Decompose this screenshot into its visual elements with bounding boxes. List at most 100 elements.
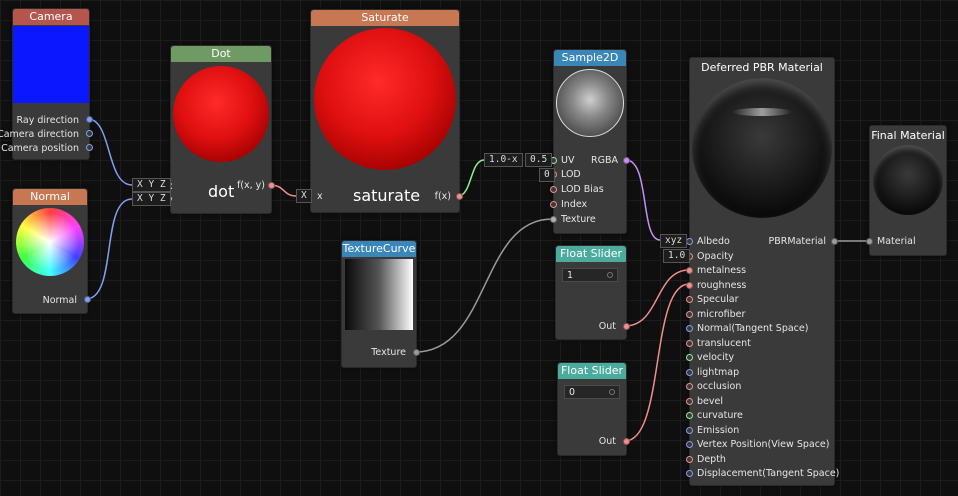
camera-position-port[interactable] bbox=[86, 144, 93, 151]
float-slider-2-output-label: Out bbox=[598, 436, 616, 447]
pbr-velocity-port[interactable] bbox=[686, 354, 693, 361]
pbr-microfiber-port[interactable] bbox=[686, 311, 693, 318]
uv-value-chip[interactable]: 0.5 bbox=[525, 153, 553, 167]
pbr-vertex-position-port[interactable] bbox=[686, 441, 693, 448]
slider-knob-icon[interactable] bbox=[607, 272, 613, 278]
camera-direction-port[interactable] bbox=[86, 130, 93, 137]
wire-rgba-to-albedo bbox=[625, 159, 661, 241]
camera-node-title: Camera bbox=[13, 9, 89, 25]
final-material-input-label: Material bbox=[877, 236, 916, 247]
swizzle-x-chip[interactable]: X Y Z bbox=[132, 178, 171, 192]
sample2d-input-label: Index bbox=[561, 199, 588, 210]
saturate-preview-sphere bbox=[314, 28, 456, 170]
albedo-swizzle-chip[interactable]: xyz bbox=[660, 234, 688, 248]
sample2d-lod-bias-port[interactable] bbox=[550, 186, 557, 193]
pbr-normal-port[interactable] bbox=[686, 325, 693, 332]
saturate-node-title: Saturate bbox=[311, 10, 459, 26]
final-material-input-port[interactable] bbox=[866, 238, 873, 245]
wire-normal-to-dot-y bbox=[85, 198, 133, 300]
pbr-input-label: Vertex Position(View Space) bbox=[697, 439, 830, 450]
wire-slider2-to-roughness bbox=[624, 283, 690, 442]
pbr-input-label: Normal(Tangent Space) bbox=[697, 323, 809, 334]
pbr-curvature-port[interactable] bbox=[686, 412, 693, 419]
pbr-lightmap-port[interactable] bbox=[686, 369, 693, 376]
sample2d-node[interactable]: Sample2D UV LOD LOD Bias Index Texture R… bbox=[550, 49, 630, 234]
swizzle-y-chip[interactable]: X Y Z bbox=[132, 192, 171, 206]
pbr-input-label: roughness bbox=[697, 280, 747, 291]
camera-output-label: Camera position bbox=[1, 143, 79, 154]
wire-curve-to-texture bbox=[414, 218, 553, 353]
saturate-output-label: f(x) bbox=[434, 191, 451, 202]
pbr-occlusion-port[interactable] bbox=[686, 383, 693, 390]
wire-ray-to-dot-x bbox=[87, 118, 133, 186]
float-slider-2-node[interactable]: Float Slider 0 Out bbox=[557, 362, 630, 456]
saturate-node[interactable]: Saturate saturate x f(x) bbox=[310, 9, 463, 213]
pbr-input-label: translucent bbox=[697, 338, 751, 349]
sample2d-texture-port[interactable] bbox=[550, 216, 557, 223]
float-slider-1-output-port[interactable] bbox=[623, 323, 630, 330]
pbr-output-port[interactable] bbox=[831, 238, 838, 245]
sample2d-output-label: RGBA bbox=[591, 155, 618, 166]
float-slider-1-node[interactable]: Float Slider 1 Out bbox=[555, 245, 630, 340]
uv-expression-chip[interactable]: 1.0-x bbox=[484, 153, 523, 167]
camera-ray-direction-port[interactable] bbox=[86, 116, 93, 123]
pbr-roughness-port[interactable] bbox=[686, 282, 693, 289]
opacity-value-chip[interactable]: 1.0 bbox=[663, 249, 691, 263]
normal-output-port[interactable] bbox=[84, 296, 91, 303]
final-material-title: Final Material bbox=[870, 126, 946, 144]
pbr-bevel-port[interactable] bbox=[686, 398, 693, 405]
float-slider-2-field[interactable]: 0 bbox=[564, 385, 620, 399]
normal-node[interactable]: Normal Normal bbox=[12, 188, 91, 314]
sample2d-preview-sphere bbox=[556, 69, 624, 137]
sample2d-input-label: LOD Bias bbox=[561, 184, 604, 195]
pbr-input-label: lightmap bbox=[697, 367, 740, 378]
pbr-input-label: Opacity bbox=[697, 251, 734, 262]
wire-saturate-to-uv bbox=[457, 159, 485, 197]
sample2d-input-label: LOD bbox=[561, 169, 581, 180]
dot-preview-sphere bbox=[173, 66, 269, 162]
pbr-input-label: Specular bbox=[697, 294, 739, 305]
texture-curve-output-port[interactable] bbox=[413, 349, 420, 356]
pbr-output-label: PBRMaterial bbox=[768, 236, 826, 247]
dot-node[interactable]: Dot dot x y f(x, y) bbox=[167, 45, 275, 214]
pbr-metalness-port[interactable] bbox=[686, 267, 693, 274]
pbr-displacement-port[interactable] bbox=[686, 470, 693, 477]
float-slider-2-title: Float Slider bbox=[558, 363, 626, 379]
float-slider-1-output-label: Out bbox=[598, 321, 616, 332]
final-material-node[interactable]: Final Material Material bbox=[866, 125, 947, 256]
float-slider-2-output-port[interactable] bbox=[623, 438, 630, 445]
pbr-material-node[interactable]: Deferred PBR Material PBRMaterial Albedo… bbox=[686, 57, 839, 486]
normal-node-title: Normal bbox=[13, 189, 87, 205]
camera-preview bbox=[13, 26, 89, 103]
dot-output-port[interactable] bbox=[268, 182, 275, 189]
pbr-translucent-port[interactable] bbox=[686, 340, 693, 347]
pbr-input-label: Emission bbox=[697, 425, 740, 436]
saturate-label: saturate bbox=[353, 186, 421, 205]
pbr-input-label: velocity bbox=[697, 352, 735, 363]
camera-node[interactable]: Camera Ray direction Camera direction Ca… bbox=[0, 8, 93, 160]
pbr-emission-port[interactable] bbox=[686, 427, 693, 434]
pbr-reflection-highlight bbox=[732, 108, 792, 116]
sample2d-rgba-port[interactable] bbox=[623, 157, 630, 164]
final-preview-sphere bbox=[873, 145, 943, 215]
camera-output-label: Camera direction bbox=[0, 129, 79, 140]
pbr-depth-port[interactable] bbox=[686, 456, 693, 463]
slider-knob-icon[interactable] bbox=[609, 389, 615, 395]
float-slider-1-title: Float Slider bbox=[556, 246, 626, 262]
camera-output-label: Ray direction bbox=[16, 115, 80, 126]
saturate-output-port[interactable] bbox=[456, 193, 463, 200]
sample2d-index-port[interactable] bbox=[550, 201, 557, 208]
float-slider-1-field[interactable]: 1 bbox=[562, 268, 618, 282]
texture-curve-node[interactable]: TextureCurve Texture bbox=[341, 240, 420, 368]
swizzle-sat-chip[interactable]: X bbox=[296, 189, 312, 203]
pbr-input-label: curvature bbox=[697, 410, 743, 421]
lod-value-chip[interactable]: 0 bbox=[539, 168, 555, 182]
pbr-preview-sphere bbox=[692, 78, 832, 218]
texture-curve-preview bbox=[345, 259, 413, 330]
float-slider-2-value: 0 bbox=[569, 387, 576, 398]
pbr-material-title: Deferred PBR Material bbox=[690, 58, 834, 76]
pbr-input-label: microfiber bbox=[697, 309, 746, 320]
pbr-specular-port[interactable] bbox=[686, 296, 693, 303]
texture-curve-output-label: Texture bbox=[371, 347, 406, 358]
pbr-input-label: occlusion bbox=[697, 381, 742, 392]
